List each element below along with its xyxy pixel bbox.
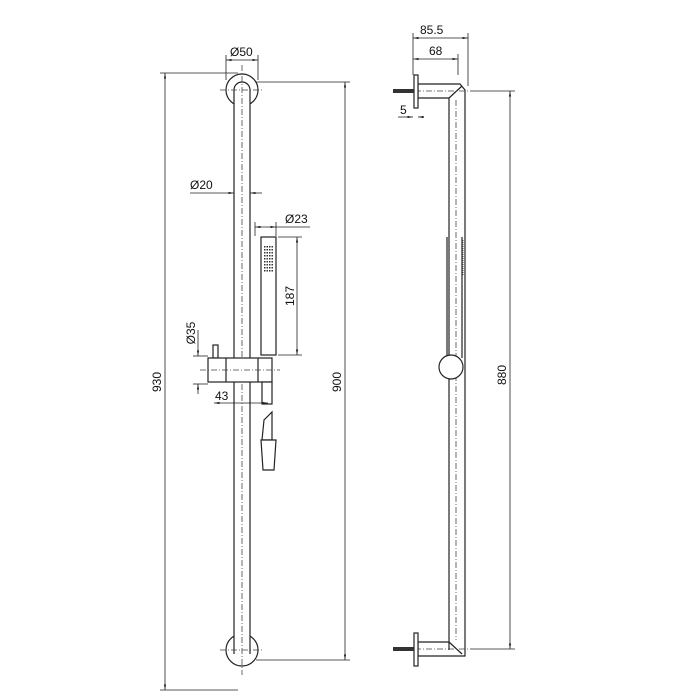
top-wall-screw [393, 89, 414, 93]
nozzle-dot [264, 258, 266, 260]
holder-knob [212, 344, 219, 359]
nozzle-dot [269, 261, 271, 263]
nozzle-dot [269, 246, 271, 248]
top-wall-plate-side [413, 74, 419, 109]
slide-holder-side [438, 354, 464, 380]
nozzle-dot [266, 258, 268, 260]
nozzle-dot [269, 267, 271, 269]
front-dimensions: 930 900 Ø50 Ø20 Ø23 187 Ø35 43 [150, 45, 350, 691]
side-view [393, 74, 470, 667]
hose-cone [261, 410, 273, 441]
nozzle-dot [266, 255, 268, 257]
nozzle-dot [264, 255, 266, 257]
dim-930: 930 [150, 372, 164, 392]
nozzle-dot [271, 258, 273, 260]
side-dimensions: 85.5 68 5 880 [398, 23, 515, 650]
hand-shower [260, 236, 277, 356]
nozzle-dot [266, 246, 268, 248]
slide-holder [207, 357, 273, 383]
nozzle-dot [264, 267, 266, 269]
hose-end [260, 439, 277, 471]
nozzle-dot [271, 252, 273, 254]
dim-diameter-23: Ø23 [285, 212, 308, 226]
nozzle-dot [266, 267, 268, 269]
dim-880: 880 [495, 365, 509, 385]
nozzle-dot [271, 255, 273, 257]
dim-900: 900 [330, 372, 344, 392]
nozzle-dot [266, 264, 268, 266]
nozzle-dot [271, 267, 273, 269]
nozzle-dot [269, 255, 271, 257]
nozzle-dot [269, 258, 271, 260]
nozzle-dot [264, 252, 266, 254]
nozzle-dot [269, 270, 271, 272]
nozzle-dot [269, 264, 271, 266]
bottom-wall-plate-side [413, 632, 419, 667]
dim-85-5: 85.5 [420, 23, 444, 37]
front-view [200, 65, 280, 675]
nozzle-dot [264, 264, 266, 266]
bottom-wall-screw [393, 647, 414, 651]
hose-connector [261, 381, 273, 405]
dim-68: 68 [429, 44, 443, 58]
nozzle-grid [264, 246, 273, 272]
nozzle-dot [271, 249, 273, 251]
nozzle-dot [266, 252, 268, 254]
nozzle-dot [269, 249, 271, 251]
nozzle-dot [264, 249, 266, 251]
nozzle-dot [271, 264, 273, 266]
dim-5: 5 [400, 103, 407, 117]
nozzle-dot [271, 270, 273, 272]
nozzle-dot [264, 246, 266, 248]
nozzle-dot [264, 261, 266, 263]
nozzle-dot [271, 246, 273, 248]
dim-43: 43 [215, 389, 229, 403]
nozzle-dot [266, 270, 268, 272]
dim-187: 187 [283, 286, 297, 306]
dim-diameter-50: Ø50 [230, 45, 253, 59]
nozzle-dot [271, 261, 273, 263]
dim-diameter-20: Ø20 [190, 178, 213, 192]
nozzle-dot [269, 252, 271, 254]
nozzle-dot [266, 261, 268, 263]
nozzle-dot [264, 270, 266, 272]
dim-diameter-35: Ø35 [184, 321, 198, 344]
nozzle-dot [266, 249, 268, 251]
